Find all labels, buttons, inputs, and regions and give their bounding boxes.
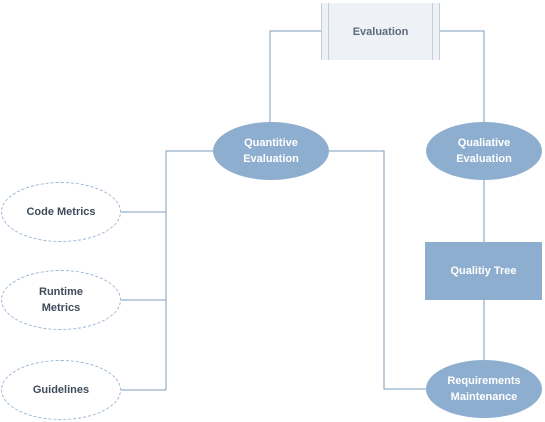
requirements-maintenance-node[interactable]: Requirements Maintenance [426,360,542,418]
guidelines-label: Guidelines [32,384,90,396]
connector-evaluation-quantitive [269,30,321,122]
requirements-maintenance-label: Requirements Maintenance [447,375,521,403]
runtime-metrics-node[interactable]: Runtime Metrics [1,270,121,330]
connector-quantitive-bus [165,150,213,390]
connector-quantitive-requirements [329,150,427,390]
runtime-metrics-label: Runtime Metrics [39,286,83,314]
qualiative-evaluation-node[interactable]: Qualiative Evaluation [426,122,542,180]
quality-tree-label: Qualitiy Tree [450,265,517,277]
code-metrics-label: Code Metrics [26,206,96,218]
evaluation-node[interactable]: Evaluation [321,3,440,60]
quantitive-evaluation-label: Quantitive Evaluation [243,137,299,165]
code-metrics-node[interactable]: Code Metrics [1,182,121,242]
guidelines-node[interactable]: Guidelines [1,360,121,420]
connector-evaluation-qualiative [440,30,485,122]
evaluation-label: Evaluation [352,25,409,38]
quality-tree-node[interactable]: Qualitiy Tree [425,242,542,300]
quantitive-evaluation-node[interactable]: Quantitive Evaluation [213,122,329,180]
qualiative-evaluation-label: Qualiative Evaluation [456,137,512,165]
